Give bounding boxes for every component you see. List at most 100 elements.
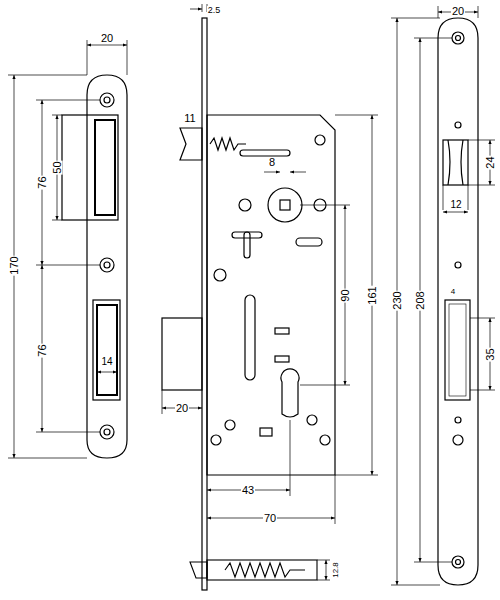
dimension-label: 208 <box>414 290 425 310</box>
strike-plate-stroke <box>104 97 110 103</box>
lock-body-stroke <box>307 415 317 425</box>
dimension-label: 76 <box>37 343 48 357</box>
strike-plate-stroke <box>100 258 114 272</box>
bottom-view <box>190 560 330 580</box>
lock-body-stroke <box>244 232 250 258</box>
faceplate-dimensions-stroke <box>391 18 440 19</box>
body-dimensions <box>162 4 378 524</box>
body-dimensions-stroke <box>335 115 378 116</box>
lock-body-stroke <box>207 115 335 475</box>
faceplate-stroke <box>452 32 464 44</box>
lock-body-stroke <box>281 369 299 417</box>
bottom-view-stroke <box>317 560 330 561</box>
lock-body-stroke <box>202 18 207 590</box>
lock-body-stroke <box>275 356 289 362</box>
dimension-label: 8 <box>268 157 276 168</box>
body-dimensions-stroke <box>162 390 163 414</box>
dimension-label: 14 <box>100 357 113 367</box>
strike-plate-stroke <box>93 300 120 400</box>
lock-body-stroke <box>240 150 290 156</box>
strike-dimensions-stroke <box>8 75 87 76</box>
lock-body-stroke <box>260 428 272 436</box>
lock-body-stroke <box>268 188 302 222</box>
faceplate-dimensions-stroke <box>443 185 444 210</box>
strike-plate-stroke <box>87 75 127 458</box>
faceplate-stroke <box>438 18 478 585</box>
faceplate-stroke <box>448 140 463 185</box>
strike-plate <box>62 75 127 458</box>
faceplate-stroke <box>445 300 470 400</box>
lock-body-stroke <box>214 269 226 281</box>
lock-body-stroke <box>245 295 255 380</box>
strike-dimensions-stroke <box>36 100 100 101</box>
strike-plate-stroke <box>100 425 114 439</box>
strike-dimensions-stroke <box>36 432 100 433</box>
faceplate-stroke <box>456 36 461 41</box>
faceplate-stroke <box>455 122 461 128</box>
lock-body-stroke <box>315 135 325 145</box>
faceplate-dimensions-stroke <box>468 140 495 141</box>
faceplate-dimensions-stroke <box>443 212 468 213</box>
faceplate <box>438 18 478 585</box>
faceplate-stroke <box>455 262 461 268</box>
dimension-label: 2.5 <box>207 6 222 15</box>
dimension-label: 11 <box>183 113 196 124</box>
strike-plate-stroke <box>104 429 110 435</box>
faceplate-dimensions-stroke <box>470 318 495 319</box>
dimension-label: 76 <box>37 175 48 189</box>
body-dimensions-stroke <box>202 4 203 12</box>
body-dimensions-stroke <box>290 420 291 496</box>
lock-body <box>162 18 335 590</box>
dimension-label: 70 <box>263 513 277 524</box>
dimension-label: 43 <box>241 485 255 496</box>
strike-plate-stroke <box>95 120 115 215</box>
faceplate-stroke <box>452 556 464 568</box>
lock-body-stroke <box>296 238 322 246</box>
faceplate-stroke <box>456 560 461 565</box>
faceplate-dimensions-stroke <box>391 585 440 586</box>
dimension-label: 20 <box>100 33 114 44</box>
strike-plate-stroke <box>97 305 117 395</box>
faceplate-stroke <box>455 417 461 423</box>
dimension-label: 12.8 <box>332 561 340 579</box>
lock-body-stroke <box>162 318 202 390</box>
strike-plate-stroke <box>104 262 110 268</box>
body-dimensions-stroke <box>335 475 336 524</box>
dimension-label: 161 <box>366 285 377 305</box>
strike-dimensions-stroke <box>97 372 117 373</box>
strike-plate-stroke <box>100 93 114 107</box>
faceplate-dimensions <box>391 6 495 585</box>
body-dimensions-stroke <box>335 475 378 476</box>
dimension-label: 90 <box>340 288 351 302</box>
body-dimensions-stroke <box>190 9 202 10</box>
faceplate-stroke <box>453 435 463 445</box>
lock-body-stroke <box>211 435 221 445</box>
dimension-label: 170 <box>8 255 19 275</box>
lock-body-stroke <box>232 232 262 238</box>
strike-dimensions-stroke <box>8 458 87 459</box>
strike-plate-stroke <box>62 115 118 220</box>
faceplate-dimensions-stroke <box>468 185 495 186</box>
strike-dimensions-stroke <box>36 265 100 266</box>
dimension-label: 50 <box>52 160 63 174</box>
dimension-label: 230 <box>391 290 402 310</box>
lock-body-stroke <box>280 200 290 210</box>
bottom-view-stroke <box>225 563 305 577</box>
bottom-view-stroke <box>317 580 330 581</box>
faceplate-dimensions-stroke <box>470 390 495 391</box>
dimension-label: 20 <box>175 403 189 414</box>
bottom-view-stroke <box>207 560 317 580</box>
dimension-label: 24 <box>485 155 496 169</box>
faceplate-stroke <box>443 140 468 185</box>
dimension-label: 12 <box>449 200 462 210</box>
dimension-label: 20 <box>451 6 465 17</box>
lock-body-stroke <box>320 435 330 445</box>
strike-dimensions-stroke <box>87 45 127 46</box>
lock-body-stroke <box>275 328 289 334</box>
dimension-label: 4 <box>450 288 456 296</box>
body-dimensions-stroke <box>290 172 306 173</box>
lock-body-stroke <box>210 138 246 150</box>
strike-dimensions <box>8 40 127 458</box>
body-dimensions-stroke <box>300 205 350 206</box>
